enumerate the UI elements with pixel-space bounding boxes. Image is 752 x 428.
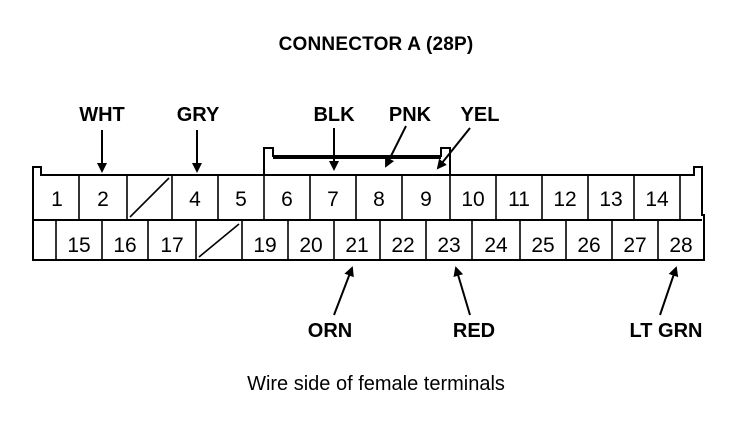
terminal-7: 7 — [327, 188, 339, 211]
terminal-28: 28 — [669, 234, 692, 257]
wire-label-pnk: PNK — [388, 104, 432, 126]
terminal-22: 22 — [391, 234, 414, 257]
arrow-pnk — [385, 125, 407, 168]
bottom-row-dividers — [55, 220, 659, 260]
terminal-13: 13 — [599, 188, 622, 211]
terminal-8: 8 — [373, 188, 385, 211]
wire-label-wht: WHT — [79, 104, 125, 126]
arrow-red — [453, 266, 471, 316]
arrow-orn — [333, 266, 354, 316]
arrow-yel — [436, 127, 471, 170]
terminal-24: 24 — [484, 234, 508, 257]
bottom-row-numbers: 15 16 17 19 20 21 22 23 24 25 26 27 28 — [67, 234, 692, 257]
connector-body — [32, 147, 705, 261]
terminal-26: 26 — [577, 234, 600, 257]
connector-title: CONNECTOR A (28P) — [278, 34, 474, 55]
terminal-6: 6 — [281, 188, 293, 211]
arrow-lt-grn — [659, 266, 679, 316]
wire-label-blk: BLK — [313, 104, 355, 126]
terminal-12: 12 — [553, 188, 576, 211]
terminal-19: 19 — [253, 234, 276, 257]
wire-label-gry: GRY — [176, 104, 220, 126]
terminal-14: 14 — [645, 188, 669, 211]
wire-label-yel: YEL — [460, 104, 500, 126]
terminal-10: 10 — [461, 188, 484, 211]
terminal-25: 25 — [531, 234, 554, 257]
terminal-11: 11 — [508, 188, 530, 211]
terminal-4: 4 — [189, 188, 201, 211]
top-row-numbers: 1 2 4 5 6 7 8 9 10 11 12 13 14 — [51, 188, 669, 211]
wire-label-lt-grn: LT GRN — [629, 320, 703, 342]
terminal-9: 9 — [420, 188, 432, 211]
terminal-17: 17 — [160, 234, 183, 257]
terminal-27: 27 — [623, 234, 646, 257]
wire-label-red: RED — [452, 320, 496, 342]
terminal-1: 1 — [51, 188, 63, 211]
terminal-5: 5 — [235, 188, 247, 211]
terminal-15: 15 — [67, 234, 90, 257]
top-row-dividers — [78, 175, 681, 220]
terminal-20: 20 — [299, 234, 322, 257]
wire-label-orn: ORN — [307, 320, 353, 342]
terminal-16: 16 — [113, 234, 136, 257]
terminal-23: 23 — [437, 234, 460, 257]
terminal-2: 2 — [97, 188, 109, 211]
terminal-21: 21 — [345, 234, 368, 257]
view-caption: Wire side of female terminals — [247, 373, 505, 395]
